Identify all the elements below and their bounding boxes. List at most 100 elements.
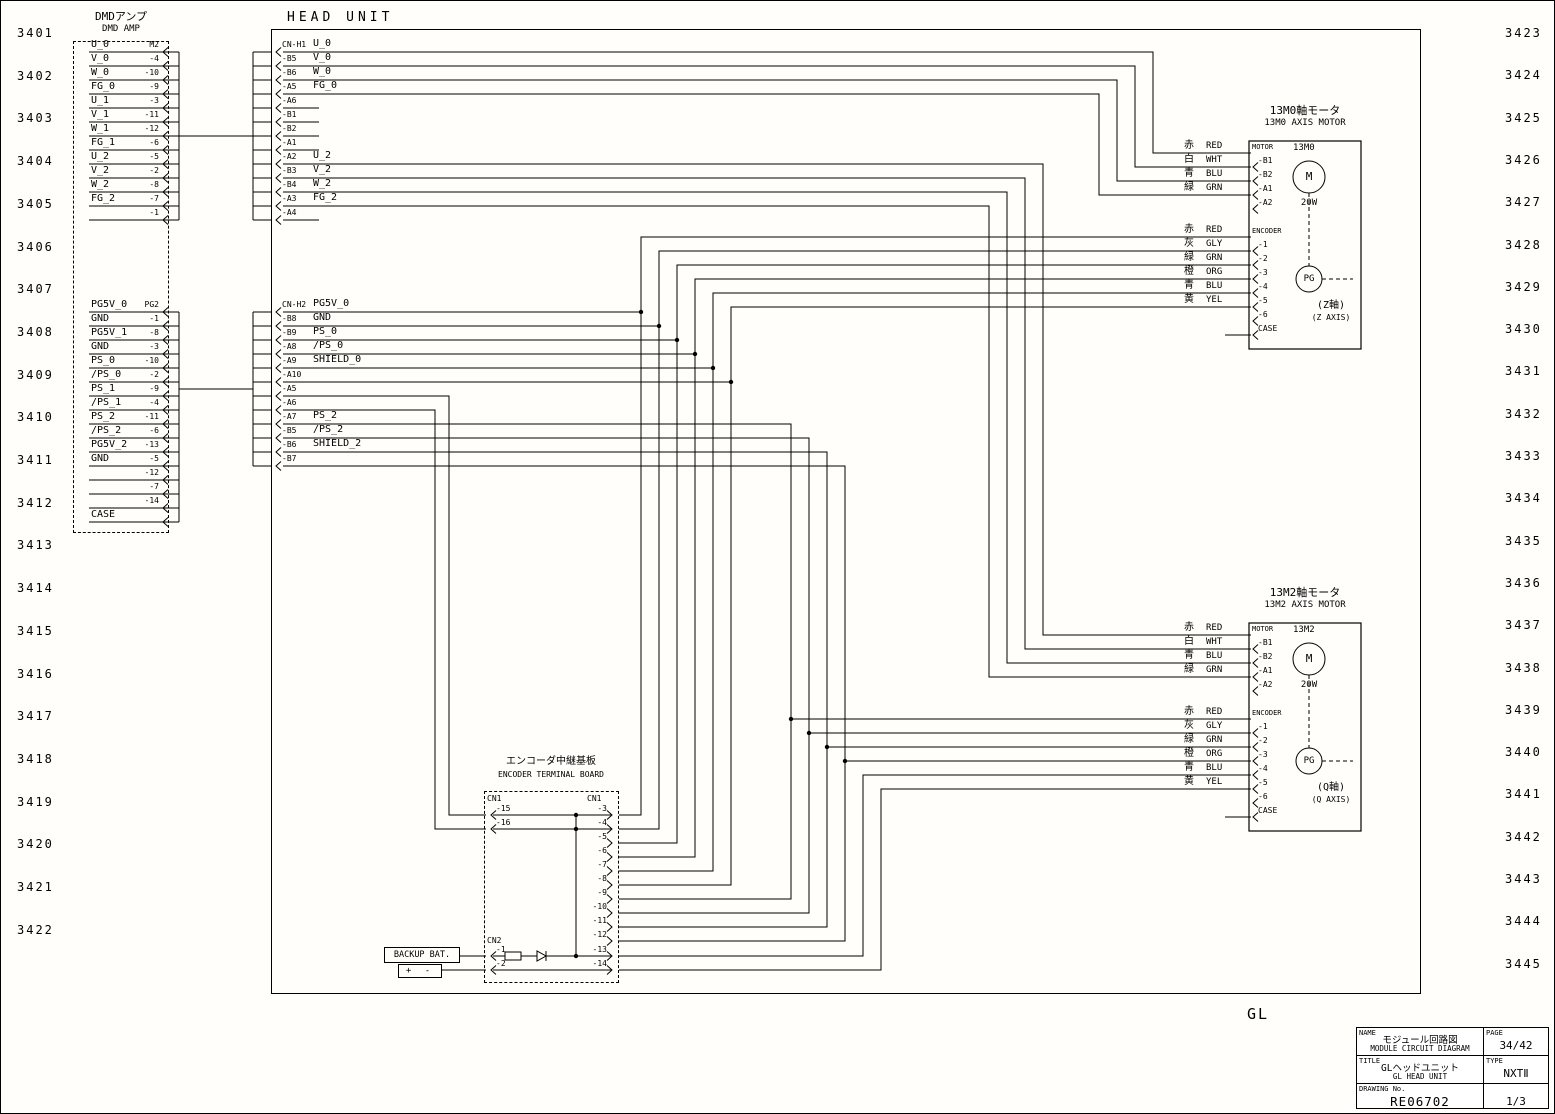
junction-dot (573, 812, 579, 818)
wire-color-jp: 橙 (1184, 748, 1194, 759)
board-pin-number: -14 (592, 959, 607, 968)
encoder-symbol-pg: PG (1303, 756, 1315, 766)
dmd-pin-chevron (162, 307, 169, 317)
junction-dot (710, 365, 716, 371)
board-pin-number: -13 (592, 945, 607, 954)
connector-label-cn1-right: CN1 (587, 794, 602, 803)
cn-signal-label: U_0 (313, 38, 332, 49)
motor-name: 13M2 (1293, 625, 1315, 635)
board-pin-chevron (606, 922, 613, 932)
wire-color-en: YEL (1206, 295, 1223, 305)
dmd-pin-number: M2 (149, 40, 159, 49)
dmd-signal-label: PS_2 (91, 411, 116, 422)
encoder-pin-number: -2 (1258, 736, 1268, 745)
cn-signal-label: W_0 (313, 66, 332, 77)
wire (283, 65, 1251, 168)
dmd-pin-chevron (162, 75, 169, 85)
cn-pin-chevron (275, 307, 282, 317)
row-number-left: 3419 (17, 794, 54, 809)
cn-pin-chevron (275, 187, 282, 197)
wire-color-en: ORG (1206, 749, 1223, 759)
dmd-signal-label: CASE (91, 509, 116, 520)
encoder-pin-number: -6 (1258, 792, 1268, 801)
motor-pin-chevron (1252, 190, 1259, 200)
wire (619, 278, 1251, 858)
wire (283, 465, 846, 942)
dmd-pin-number: -8 (149, 328, 159, 337)
wire (283, 437, 810, 914)
wire-color-jp: 緑 (1184, 182, 1194, 193)
board-pin-number: -11 (592, 916, 607, 925)
wire-color-jp: 黄 (1184, 776, 1194, 787)
dmd-pin-number: -9 (149, 82, 159, 91)
dmd-pin-number: -7 (149, 194, 159, 203)
dmd-pin-number: -12 (144, 468, 159, 477)
row-number-right: 3435 (1505, 533, 1542, 548)
dmd-pin-number: -10 (144, 356, 159, 365)
wire-color-en: RED (1206, 623, 1223, 633)
cn-pin-number: -B3 (282, 166, 297, 175)
motor-pin-chevron (1252, 204, 1259, 214)
cn-pin-number: -B1 (282, 110, 297, 119)
cn-pin-number: -B9 (282, 328, 297, 337)
cn-pin-chevron (275, 391, 282, 401)
dmd-signal-label: /PS_2 (91, 425, 122, 436)
row-number-right: 3440 (1505, 745, 1542, 760)
junction-dot (728, 379, 734, 385)
board-pin-chevron (606, 908, 613, 918)
cn-pin-number: -A6 (282, 398, 297, 407)
dmd-pin-number: -11 (144, 110, 159, 119)
unit-title-jp: GLヘッドユニット (1381, 1063, 1459, 1074)
wire-color-en: BLU (1206, 281, 1223, 291)
cn-signal-label: W_2 (313, 178, 332, 189)
wire (283, 177, 1251, 650)
motor-pin-number: -B2 (1258, 170, 1273, 179)
board-pin-chevron (490, 810, 497, 820)
dmd-pin-number: -10 (144, 68, 159, 77)
dmd-signal-label: /PS_0 (91, 369, 122, 380)
row-number-right: 3438 (1505, 660, 1542, 675)
dmd-pin-number: -13 (144, 440, 159, 449)
cn-pin-number: -B8 (282, 314, 297, 323)
wire (619, 292, 1251, 872)
dmd-pin-number: -3 (149, 342, 159, 351)
cn-pin-chevron (275, 349, 282, 359)
row-number-right: 3429 (1505, 279, 1542, 294)
dmd-pin-number: -4 (149, 398, 159, 407)
dmd-pin-chevron (162, 61, 169, 71)
cn-pin-chevron (275, 159, 282, 169)
row-number-right: 3431 (1505, 364, 1542, 379)
cn-pin-chevron (275, 201, 282, 211)
motor-name: 13M0 (1293, 143, 1315, 153)
dmd-pin-number: -3 (149, 96, 159, 105)
board-pin-chevron (490, 824, 497, 834)
title-block-page-cell: PAGE 34/42 (1484, 1028, 1548, 1055)
board-pin-number: -10 (592, 902, 607, 911)
junction-dot (573, 953, 579, 959)
cn-pin-number: -A2 (282, 152, 297, 161)
board-pin-number: -12 (592, 930, 607, 939)
gl-sheet-label: GL (1247, 1005, 1270, 1023)
board-pin-chevron (606, 810, 613, 820)
dmd-pin-chevron (162, 145, 169, 155)
document-name-jp: モジュール回路図 (1382, 1035, 1458, 1046)
encoder-pin-chevron (1252, 260, 1259, 270)
board-pin-chevron (606, 951, 613, 961)
row-number-left: 3415 (17, 623, 54, 638)
type-value: NXTⅡ (1503, 1067, 1529, 1080)
board-pin-chevron (606, 880, 613, 890)
cn-pin-number: -B7 (282, 454, 297, 463)
row-number-left: 3411 (17, 453, 54, 467)
component-diode (536, 950, 548, 962)
wire (283, 409, 486, 830)
cn-pin-chevron (275, 461, 282, 471)
dmd-pin-number: PG2 (144, 300, 159, 309)
motor-pin-chevron (1252, 162, 1259, 172)
motor-symbol-m: M (1305, 652, 1313, 665)
board-pin-chevron (606, 852, 613, 862)
cn-signal-label: PS_0 (313, 326, 338, 337)
row-number-right: 3445 (1505, 956, 1542, 971)
row-number-right: 3424 (1505, 68, 1542, 83)
junction-dot (573, 826, 579, 832)
